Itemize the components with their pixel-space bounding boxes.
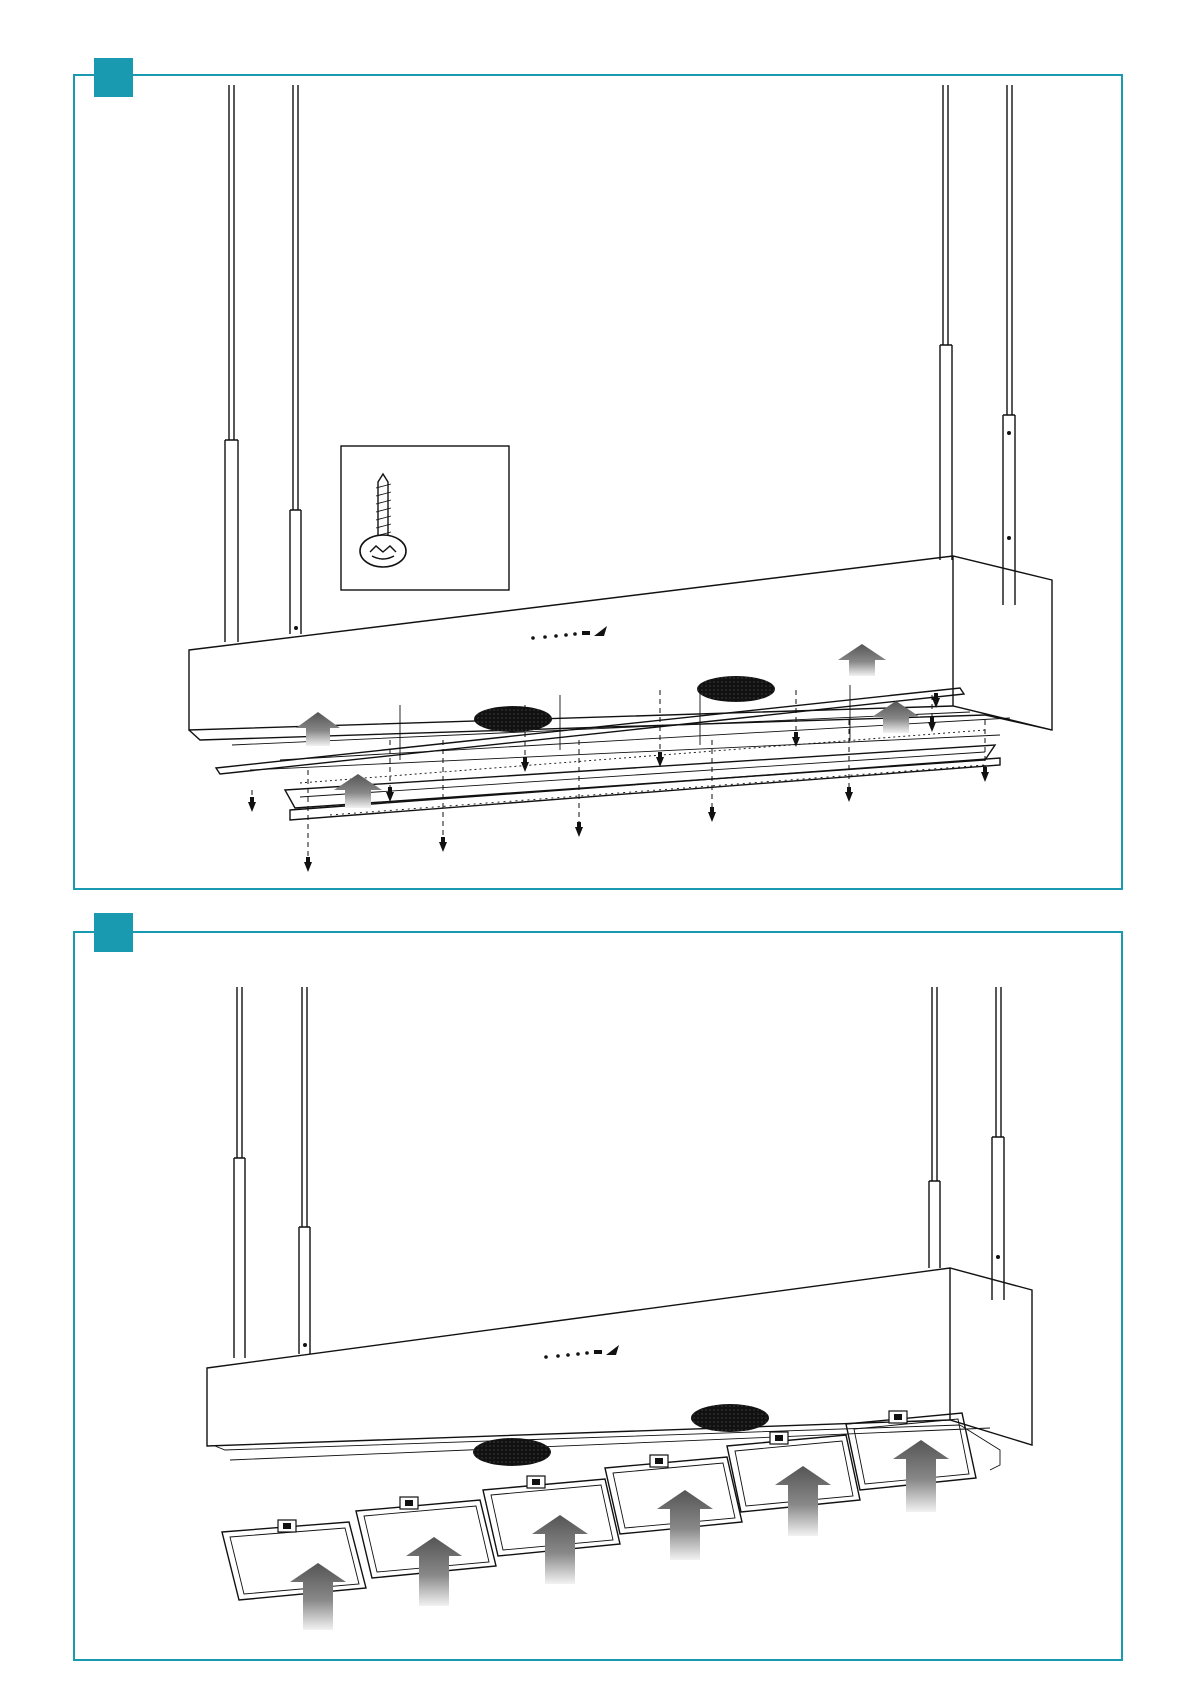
fan-grille-left xyxy=(473,1438,551,1466)
grease-filters xyxy=(222,1411,976,1600)
control-panel-dots xyxy=(544,1345,619,1359)
hood-body xyxy=(207,1268,1032,1470)
suspension-rods xyxy=(234,987,1004,1358)
fan-grille-right xyxy=(691,1404,769,1432)
filter-panel xyxy=(222,1520,366,1600)
up-arrows xyxy=(290,1440,949,1630)
